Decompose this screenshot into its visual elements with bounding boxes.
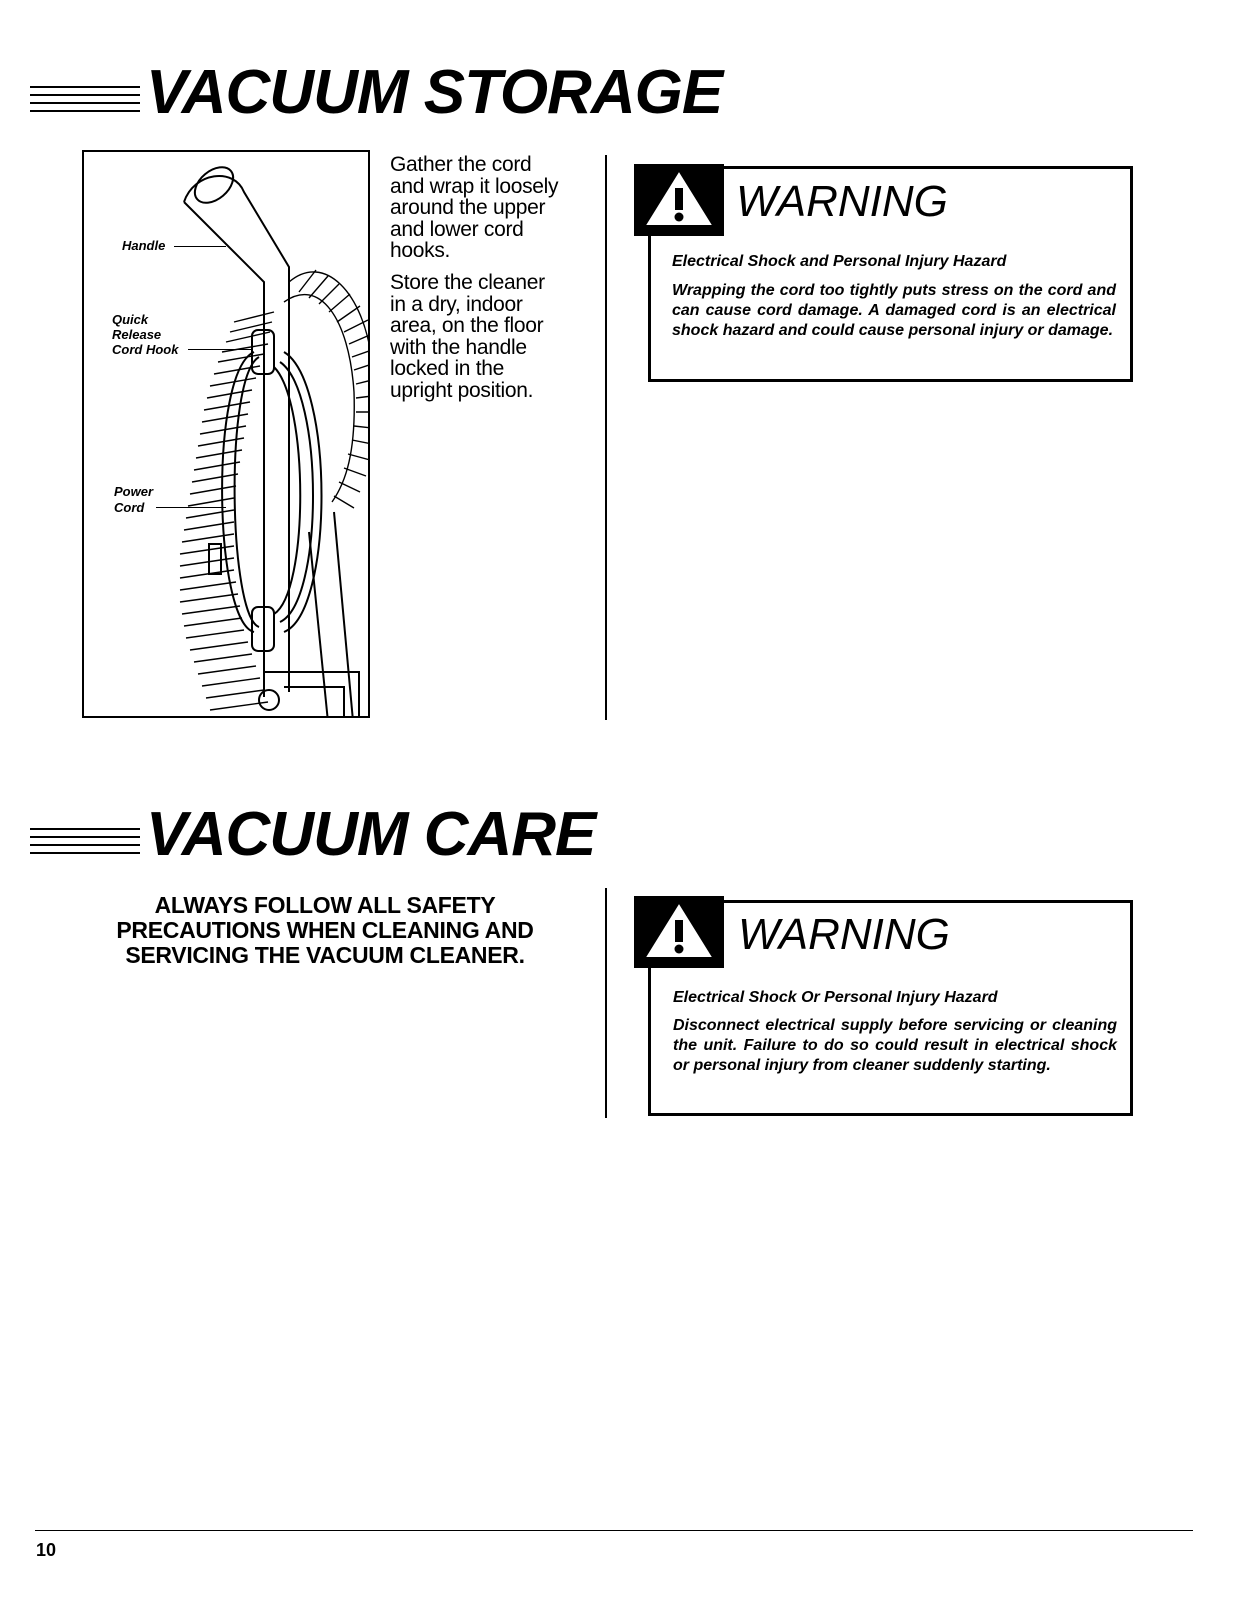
storage-location-wrap: Store the cleaner in a dry, indoor area,… xyxy=(390,272,580,401)
storage-line: and lower cord xyxy=(390,217,524,241)
care-heading-text: VACUUM CARE xyxy=(146,800,596,869)
care-warning-icon-block xyxy=(634,896,724,968)
storage-line: in a dry, indoor xyxy=(390,292,523,316)
storage-warning-title: Electrical Shock and Personal Injury Haz… xyxy=(672,253,1007,270)
callout-power-cord-arrow xyxy=(156,507,226,508)
storage-line: area, on the floor xyxy=(390,314,544,337)
callout-quick-release-2: Release xyxy=(112,327,162,342)
hose-ribs-left xyxy=(179,311,275,711)
column-divider xyxy=(605,888,607,1118)
callout-power-cord-2: Cord xyxy=(114,500,145,515)
care-warning-box xyxy=(648,900,1133,1116)
care-note-line: PRECAUTIONS WHEN CLEANING AND xyxy=(116,917,534,943)
storage-instructions-wrap: Gather the cord and wrap it loosely arou… xyxy=(390,154,580,262)
care-warning-body: Disconnect electrical supply before serv… xyxy=(673,1017,1117,1074)
callout-quick-release-1: Quick xyxy=(112,312,149,327)
storage-warning-word: WARNING xyxy=(736,177,948,226)
storage-line: with the handle xyxy=(390,335,527,359)
callout-power-cord-1: Power xyxy=(114,484,154,499)
warning-triangle-icon xyxy=(646,172,712,225)
callout-handle: Handle xyxy=(122,238,166,253)
footer-rule xyxy=(35,1530,1193,1531)
storage-heading: VACUUM STORAGE xyxy=(30,58,723,127)
care-heading: VACUUM CARE xyxy=(30,800,596,869)
callout-cord-hook-arrow xyxy=(188,349,252,350)
storage-heading-text: VACUUM STORAGE xyxy=(146,58,723,127)
care-warning-title: Electrical Shock Or Personal Injury Haza… xyxy=(673,989,998,1006)
storage-line: upright position. xyxy=(390,378,534,402)
storage-line: locked in the xyxy=(390,357,505,380)
storage-warning-box xyxy=(648,166,1133,382)
callout-quick-release-3: Cord Hook xyxy=(112,342,179,357)
storage-warning-body: Wrapping the cord too tightly puts stres… xyxy=(672,282,1116,339)
callout-handle-arrow xyxy=(174,246,226,247)
care-note-line: ALWAYS FOLLOW ALL SAFETY xyxy=(154,892,496,918)
vacuum-storage-illustration: Handle Quick Release Cord Hook Power Cor… xyxy=(82,150,370,718)
storage-line: Store the cleaner xyxy=(390,271,545,294)
care-safety-note: ALWAYS FOLLOW ALL SAFETY PRECAUTIONS WHE… xyxy=(90,893,560,968)
warning-triangle-icon xyxy=(646,904,712,957)
care-warning-word: WARNING xyxy=(738,910,950,959)
column-divider xyxy=(605,155,607,720)
storage-line: Gather the cord xyxy=(390,153,532,176)
page-number: 10 xyxy=(36,1540,57,1560)
heading-rules-decoration xyxy=(30,824,140,858)
storage-line: around the upper xyxy=(390,196,546,219)
storage-warning-icon-block xyxy=(634,164,724,236)
care-note-line: SERVICING THE VACUUM CLEANER. xyxy=(125,942,525,968)
vacuum-drawing xyxy=(179,166,368,716)
heading-rules-decoration xyxy=(30,82,140,116)
storage-line: and wrap it loosely xyxy=(390,174,559,198)
hose-ribs-right xyxy=(283,269,368,509)
storage-line: hooks. xyxy=(390,239,451,262)
